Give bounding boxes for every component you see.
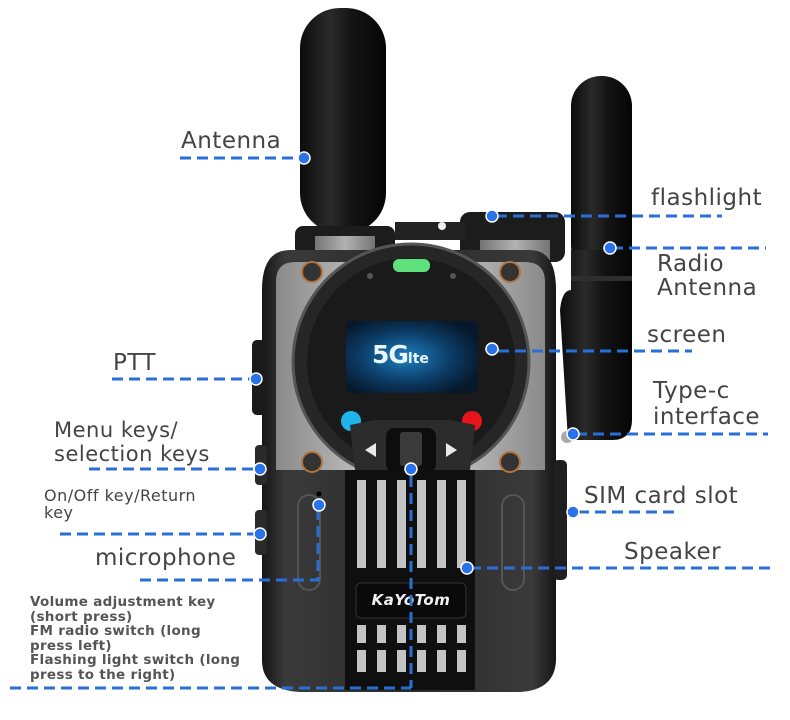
label-radio-antenna-line2: Antenna (657, 275, 758, 301)
screen (346, 321, 478, 393)
status-led (393, 259, 430, 272)
label-volume-line: press to the right) (30, 666, 176, 683)
screw-icon (301, 261, 521, 473)
brand-logo: KaYoTom (371, 591, 451, 609)
label-onoff-line1: On/Off key/Return (44, 486, 197, 505)
label-onoff-key: On/Off key/Return key (44, 487, 196, 521)
label-volume-line: (short press) (30, 608, 133, 625)
antenna (300, 8, 386, 233)
radio-antenna (560, 76, 632, 440)
label-radio-antenna: Radio Antenna (657, 252, 757, 300)
label-sim-card-slot: SIM card slot (584, 483, 739, 509)
label-onoff-line2: key (44, 503, 74, 522)
label-volume-key: Volume adjustment key (short press) FM r… (30, 595, 240, 682)
label-microphone: microphone (95, 545, 237, 571)
label-volume-line: FM radio switch (long (30, 623, 201, 639)
label-type-c-line2: interface (653, 404, 761, 430)
label-menu-keys: Menu keys/ selection keys (54, 418, 210, 466)
label-flashlight: flashlight (651, 185, 763, 211)
label-radio-antenna-line1: Radio (657, 251, 725, 277)
label-type-c: Type-c interface (653, 378, 760, 430)
label-screen: screen (647, 322, 727, 348)
label-volume-line: Volume adjustment key (30, 594, 216, 610)
label-type-c-line1: Type-c (653, 378, 730, 404)
label-speaker: Speaker (624, 539, 722, 565)
label-menu-keys-line2: selection keys (54, 442, 210, 466)
screen-logo: 5Glte (372, 340, 429, 369)
label-ptt: PTT (113, 350, 157, 376)
screen-lte-text: lte (407, 351, 429, 367)
screen-5g-text: 5G (372, 340, 409, 369)
label-menu-keys-line1: Menu keys/ (54, 418, 179, 442)
label-volume-line: Flashing light switch (long (30, 652, 241, 668)
label-antenna: Antenna (181, 128, 282, 154)
label-volume-line: press left) (30, 637, 112, 654)
